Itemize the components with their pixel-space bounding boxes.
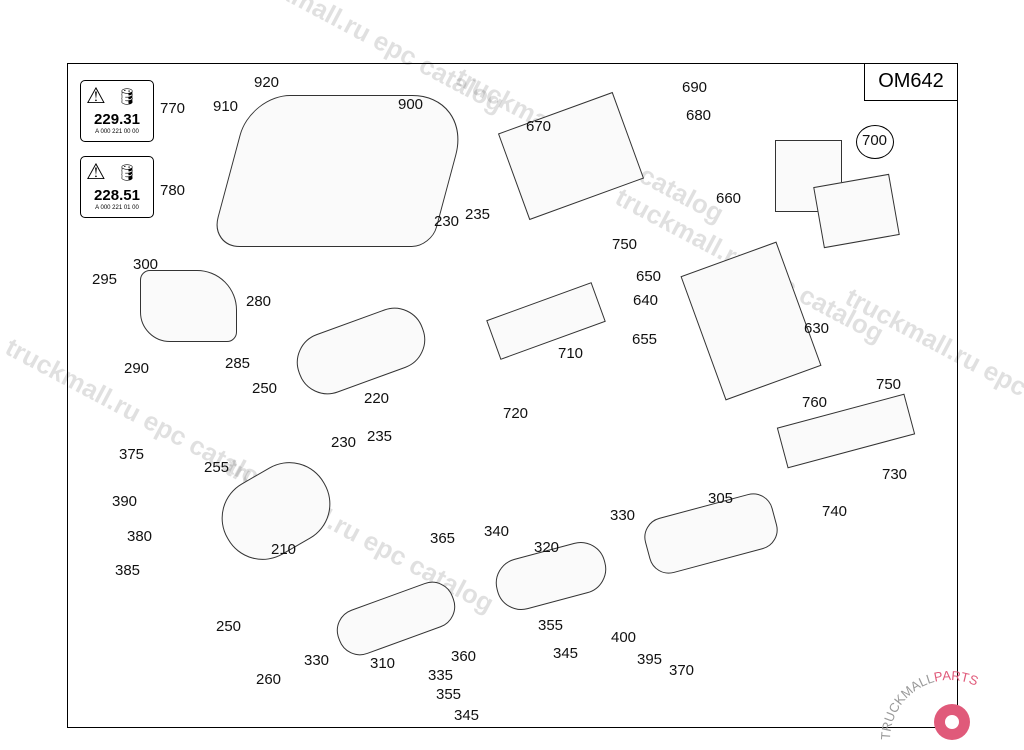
callout[interactable]: 750 — [876, 376, 902, 393]
callout[interactable]: 290 — [124, 360, 150, 377]
callout[interactable]: 375 — [119, 446, 145, 463]
callout[interactable]: 390 — [112, 493, 138, 510]
callout[interactable]: 690 — [682, 79, 708, 96]
callout[interactable]: 340 — [484, 523, 510, 540]
callout[interactable]: 750 — [612, 236, 638, 253]
callout[interactable]: 310 — [370, 655, 396, 672]
callout[interactable]: 345 — [454, 707, 480, 724]
callout[interactable]: 730 — [882, 466, 908, 483]
callout[interactable]: 385 — [115, 562, 141, 579]
engine-model-label: OM642 — [864, 63, 957, 101]
callout[interactable]: 235 — [367, 428, 393, 445]
callout[interactable]: 230 — [331, 434, 357, 451]
callout[interactable]: 320 — [534, 539, 560, 556]
callout[interactable]: 355 — [538, 617, 564, 634]
oil-warning-label: ⚠ 🛢 228.51 A 000 221 01 00 — [80, 156, 154, 218]
callout[interactable]: 660 — [716, 190, 742, 207]
part-code: A 000 221 01 00 — [95, 205, 139, 211]
callout[interactable]: 220 — [364, 390, 390, 407]
oil-can-icon: 🛢 — [117, 165, 138, 182]
callout[interactable]: 255 — [204, 459, 230, 476]
callout[interactable]: 680 — [686, 107, 712, 124]
callout[interactable]: 910 — [213, 98, 239, 115]
callout[interactable]: 780 — [160, 182, 186, 199]
callout[interactable]: 280 — [246, 293, 272, 310]
callout[interactable]: 250 — [252, 380, 278, 397]
callout[interactable]: 355 — [436, 686, 462, 703]
callout-circle — [856, 125, 894, 159]
engine-cover — [209, 95, 473, 247]
callout[interactable]: 400 — [611, 629, 637, 646]
callout[interactable]: 700 — [862, 132, 888, 149]
callout[interactable]: 370 — [669, 662, 695, 679]
callout[interactable]: 230 — [434, 213, 460, 230]
callout[interactable]: 330 — [304, 652, 330, 669]
truckmallparts-logo: TRUCKMALLPARTS — [880, 668, 981, 740]
callout[interactable]: 640 — [633, 292, 659, 309]
callout[interactable]: 900 — [398, 96, 424, 113]
warning-icon: ⚠ — [86, 159, 106, 184]
oil-spec: 229.31 — [94, 111, 140, 128]
callout[interactable]: 770 — [160, 100, 186, 117]
callout[interactable]: 235 — [465, 206, 491, 223]
callout[interactable]: 305 — [708, 490, 734, 507]
callout[interactable]: 760 — [802, 394, 828, 411]
callout[interactable]: 300 — [133, 256, 159, 273]
callout[interactable]: 360 — [451, 648, 477, 665]
filter-element — [813, 173, 900, 249]
callout[interactable]: 920 — [254, 74, 280, 91]
warning-icon: ⚠ — [86, 83, 106, 108]
callout[interactable]: 380 — [127, 528, 153, 545]
callout[interactable]: 250 — [216, 618, 242, 635]
oil-can-icon: 🛢 — [117, 89, 138, 106]
callout[interactable]: 335 — [428, 667, 454, 684]
callout[interactable]: 330 — [610, 507, 636, 524]
callout[interactable]: 670 — [526, 118, 552, 135]
callout[interactable]: 365 — [430, 530, 456, 547]
callout[interactable]: 260 — [256, 671, 282, 688]
air-duct — [140, 270, 237, 342]
callout[interactable]: 395 — [637, 651, 663, 668]
diagram-frame — [67, 63, 958, 728]
callout[interactable]: 345 — [553, 645, 579, 662]
callout[interactable]: 210 — [271, 541, 297, 558]
callout[interactable]: 720 — [503, 405, 529, 422]
part-code: A 000 221 00 00 — [95, 129, 139, 135]
callout[interactable]: 285 — [225, 355, 251, 372]
oil-spec: 228.51 — [94, 187, 140, 204]
callout[interactable]: 655 — [632, 331, 658, 348]
callout[interactable]: 710 — [558, 345, 584, 362]
callout[interactable]: 740 — [822, 503, 848, 520]
callout[interactable]: 295 — [92, 271, 118, 288]
callout[interactable]: 650 — [636, 268, 662, 285]
oil-warning-label: ⚠ 🛢 229.31 A 000 221 00 00 — [80, 80, 154, 142]
callout[interactable]: 630 — [804, 320, 830, 337]
